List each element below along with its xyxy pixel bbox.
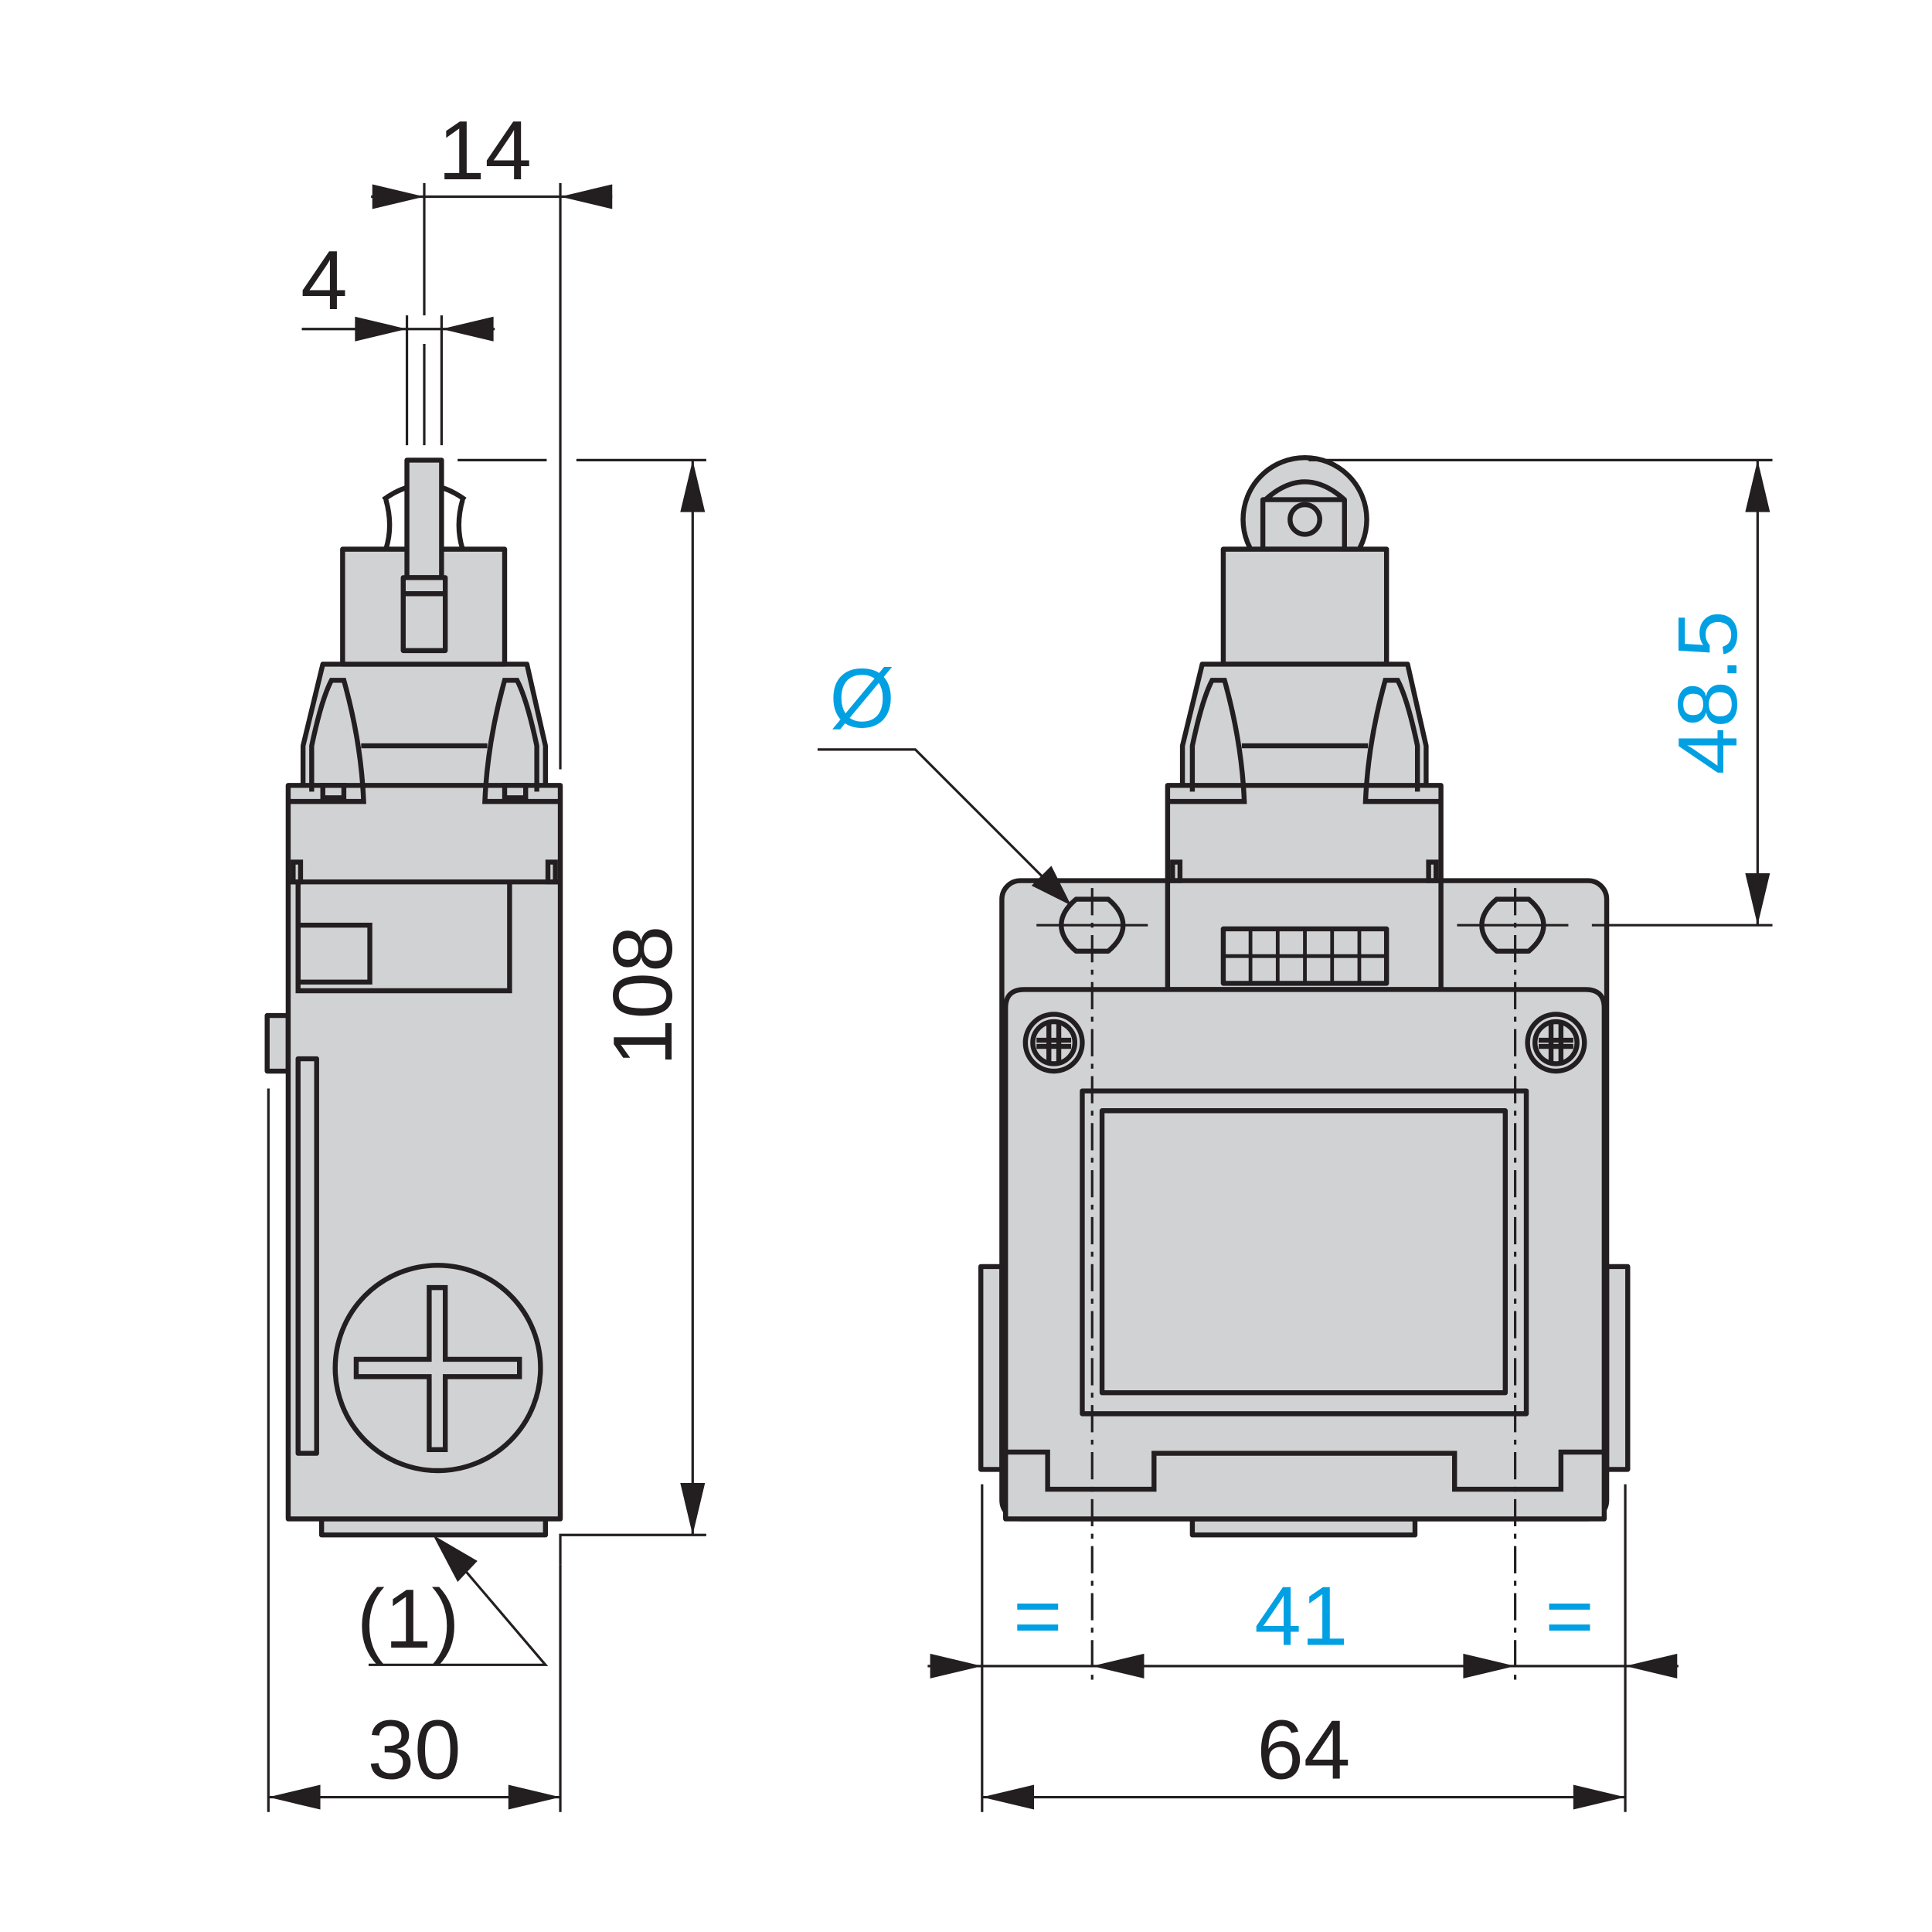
front-view: [978, 454, 1631, 1682]
dim-30: 30: [267, 1088, 562, 1812]
svg-text:48.5: 48.5: [1661, 611, 1755, 774]
svg-text:Ø: Ø: [829, 651, 895, 746]
note-1-leader: (1): [357, 1535, 549, 1666]
svg-text:41: 41: [1254, 1570, 1348, 1664]
dim-hole-diameter: Ø: [817, 651, 1072, 906]
side-view: [264, 457, 563, 1538]
svg-text:30: 30: [368, 1703, 461, 1798]
cover-screw: [332, 1263, 543, 1474]
svg-text:64: 64: [1257, 1703, 1350, 1798]
svg-text:108: 108: [596, 926, 690, 1066]
svg-text:=: =: [1013, 1570, 1063, 1664]
screw-right: [1525, 1012, 1587, 1074]
dim-41: = 41 =: [927, 1484, 1679, 1812]
svg-text:4: 4: [301, 233, 348, 328]
screw-left: [1022, 1012, 1085, 1074]
svg-text:14: 14: [438, 104, 532, 198]
dim-4: 4: [301, 233, 495, 446]
svg-text:(1): (1): [357, 1572, 460, 1666]
vent-grid: [1223, 928, 1387, 984]
dim-14: 14: [371, 104, 613, 770]
dim-108: 108: [457, 458, 706, 1565]
dim-64: 64: [981, 1703, 1626, 1810]
svg-text:=: =: [1545, 1570, 1594, 1664]
dim-48-5: 48.5: [1308, 458, 1773, 927]
